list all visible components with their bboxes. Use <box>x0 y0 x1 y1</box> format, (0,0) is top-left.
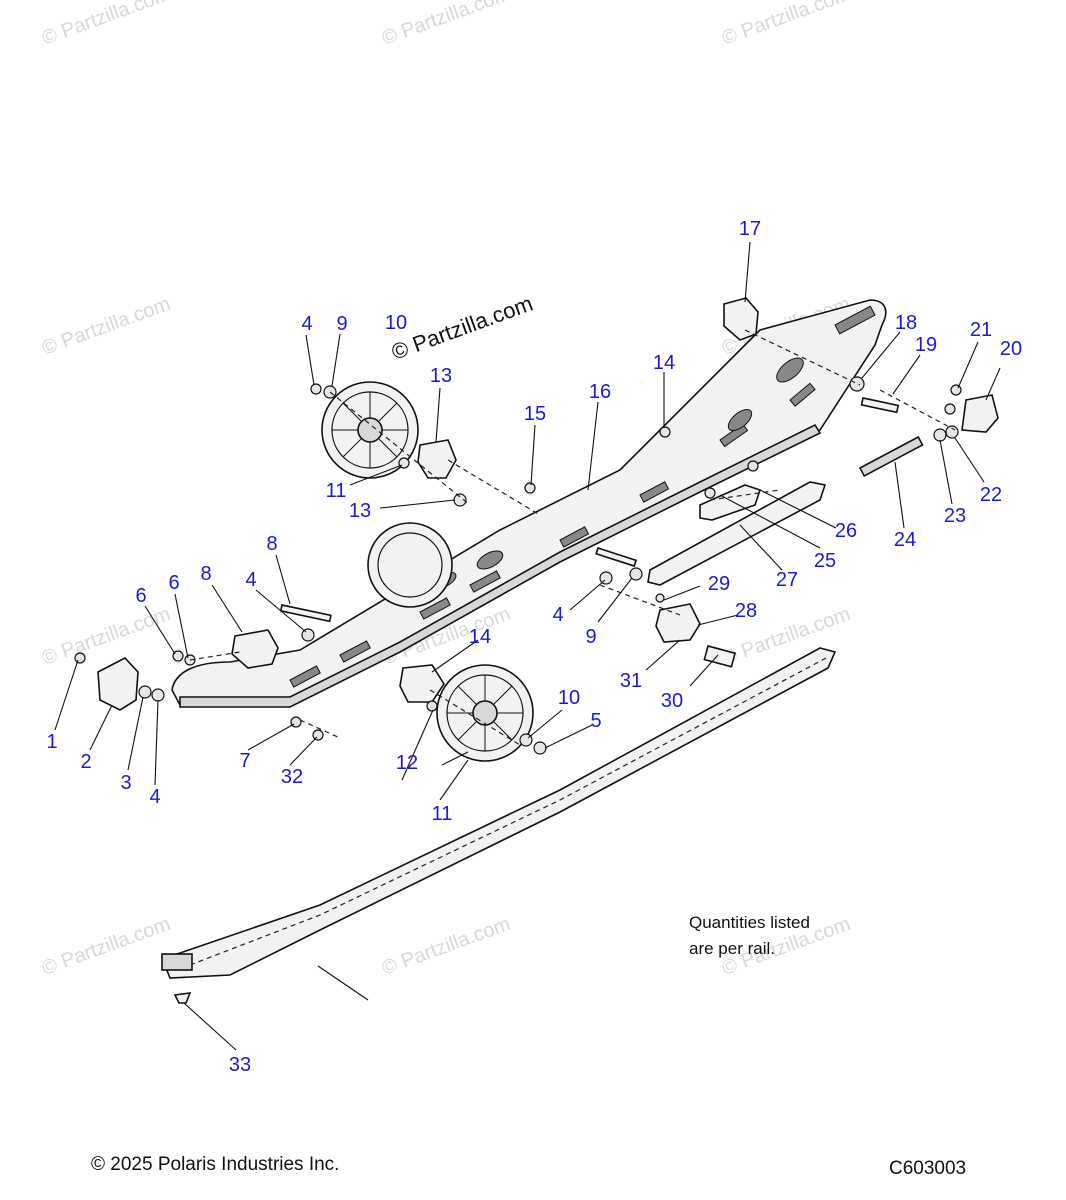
callout-label: 13 <box>349 500 371 522</box>
callout-label: 4 <box>149 786 160 808</box>
wear-strip-teeth <box>189 656 829 966</box>
wear-strip <box>160 647 837 979</box>
bushing-30 <box>655 603 701 643</box>
screw-32 <box>173 992 192 1004</box>
quantity-note-line1: Quantities listed <box>689 913 810 932</box>
callout-labels: 1 2 3 4 4 4 4 5 6 6 7 8 8 9 9 10 10 11 1… <box>46 218 1022 1076</box>
callout-label: 8 <box>200 563 211 585</box>
callout-label: 10 <box>558 687 580 709</box>
callout-label: 9 <box>585 626 596 648</box>
callout-label: 25 <box>814 550 836 572</box>
callout-label: 11 <box>326 480 347 502</box>
callout-label: 4 <box>301 313 312 335</box>
callout-label: 27 <box>776 569 798 591</box>
callout-label: 7 <box>239 750 250 772</box>
rail-assembly <box>171 299 887 708</box>
wheel-lower <box>436 664 534 762</box>
callout-label: 13 <box>430 365 452 387</box>
callout-label: 15 <box>524 403 546 425</box>
callout-label: 21 <box>970 319 992 341</box>
callout-label: 24 <box>894 529 916 551</box>
bolt-18 <box>860 397 900 414</box>
callout-label: 14 <box>653 352 675 374</box>
quantity-note: Quantities listed are per rail. <box>689 910 810 962</box>
callout-label: 22 <box>980 484 1002 506</box>
bracket-24 <box>699 484 762 521</box>
watermark: © Partzilla.com <box>379 913 513 980</box>
rail-lower-edge <box>179 423 822 708</box>
callout-label: 6 <box>135 585 146 607</box>
callout-label: 26 <box>835 520 857 542</box>
small-parts <box>97 297 999 1004</box>
bolt-8-lower <box>595 546 638 568</box>
callout-label: 18 <box>895 312 917 334</box>
quantity-note-line2: are per rail. <box>689 939 775 958</box>
watermark: © Partzilla.com <box>39 603 173 670</box>
callout-label: 17 <box>739 218 761 240</box>
bumper-7 <box>231 629 279 669</box>
callout-label: 9 <box>336 313 347 335</box>
callout-label: 3 <box>120 772 131 794</box>
callout-label: 33 <box>229 1054 251 1076</box>
callout-label: 29 <box>708 573 730 595</box>
bolt-8-upper <box>279 604 332 623</box>
bumper-2 <box>97 657 139 711</box>
callout-label: 32 <box>281 766 303 788</box>
watermark: © Partzilla.com <box>39 913 173 980</box>
callout-label: 1 <box>46 731 57 753</box>
callout-label: 4 <box>245 569 256 591</box>
rail-slots <box>289 305 876 688</box>
callout-label: 12 <box>396 752 418 774</box>
callout-label: 19 <box>915 334 937 356</box>
callout-label: 4 <box>552 604 563 626</box>
callout-label: 2 <box>80 751 91 773</box>
diagram-code: C603003 <box>889 1158 967 1179</box>
brand-stamp: © Partzilla.com <box>388 291 536 365</box>
watermark-layer: © Partzilla.com © Partzilla.com © Partzi… <box>39 0 853 980</box>
callout-label: 10 <box>385 312 407 334</box>
bumper-16 <box>723 297 759 341</box>
copyright-text: © 2025 Polaris Industries Inc. <box>91 1154 340 1175</box>
wear-strip-tip <box>161 953 193 971</box>
wheel-mount-upper <box>417 439 457 479</box>
wheel-mount-lower <box>399 664 445 703</box>
callout-label: 6 <box>168 572 179 594</box>
watermark: © Partzilla.com <box>39 0 173 50</box>
watermark: © Partzilla.com <box>39 293 173 360</box>
callout-label: 16 <box>589 381 611 403</box>
assembly-lines <box>189 329 956 746</box>
watermark: © Partzilla.com <box>379 0 513 50</box>
callout-label: 8 <box>266 533 277 555</box>
wheel-upper <box>321 381 419 479</box>
callout-label: 5 <box>590 710 601 732</box>
wheel-middle <box>367 522 453 608</box>
spring-23 <box>858 435 924 478</box>
watermark: © Partzilla.com <box>719 0 853 50</box>
callout-label: 20 <box>1000 338 1022 360</box>
slide-plate-26 <box>647 481 827 586</box>
callout-label: 11 <box>432 803 453 825</box>
leader-lines <box>54 241 1001 1051</box>
bracket-19 <box>961 394 999 433</box>
callout-label: 31 <box>620 670 642 692</box>
callout-label: 23 <box>944 505 966 527</box>
callout-label: 14 <box>469 626 491 648</box>
callout-label: 30 <box>661 690 683 712</box>
callout-label: 28 <box>735 600 757 622</box>
wear-strip-body <box>160 647 837 979</box>
